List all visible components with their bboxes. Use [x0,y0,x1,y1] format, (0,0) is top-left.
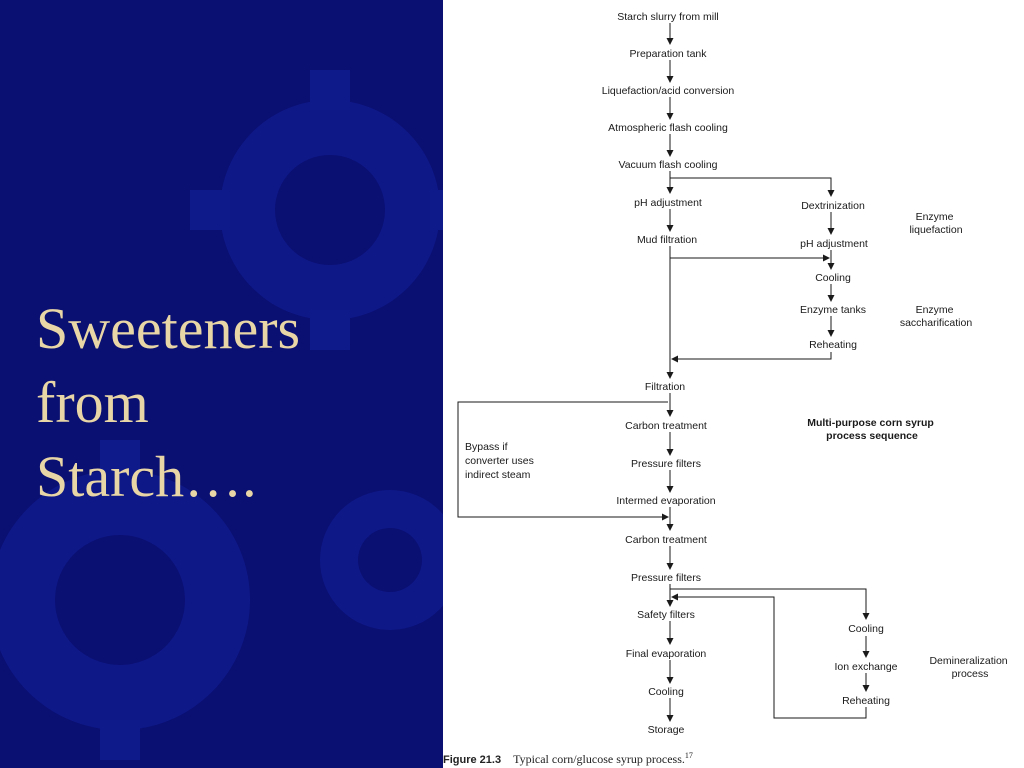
slide-title-line-3: Starch…. [36,444,257,509]
edge-n12-main [671,352,832,363]
node-vacuum-flash-cooling: Vacuum flash cooling [618,159,717,171]
node-ion-exchange: Ion exchange [834,661,897,673]
node-cooling-branch: Cooling [815,272,851,284]
slide-title-line-1: Sweeteners [36,296,301,361]
annotations: Enzyme liquefaction Enzyme saccharificat… [807,211,1010,680]
node-carbon-treatment-1: Carbon treatment [625,420,707,432]
node-starch-slurry: Starch slurry from mill [617,11,719,23]
node-ph-adjustment-branch: pH adjustment [800,238,868,250]
annotation-bypass: Bypass if converter uses indirect steam [465,441,537,481]
edge-bypass [457,401,669,521]
node-carbon-treatment-2: Carbon treatment [625,534,707,546]
node-reheating-demin: Reheating [842,695,890,707]
node-final-evaporation: Final evaporation [626,648,707,660]
figure-caption-label: Figure 21.3 [443,754,502,766]
edge-n25-n19 [671,593,867,719]
node-liquefaction: Liquefaction/acid conversion [602,85,735,97]
edge-n18-n23 [670,588,870,620]
node-reheating-branch: Reheating [809,339,857,351]
node-storage: Storage [648,724,685,736]
figure-caption: Figure 21.3 Typical corn/glucose syrup pr… [443,751,693,767]
node-cooling-main: Cooling [648,686,684,698]
demineralization-edges [670,588,870,719]
annotation-enzyme-saccharification: Enzyme saccharification [900,304,973,329]
node-atmospheric-flash-cooling: Atmospheric flash cooling [608,122,728,134]
figure-panel: Starch slurry from mill Preparation tank… [443,0,1024,768]
node-mud-filtration: Mud filtration [637,234,697,246]
slide-title-line-2: from [36,370,149,435]
process-nodes: Starch slurry from mill Preparation tank… [602,11,898,736]
edge-n05-n08 [670,177,835,197]
node-intermed-evaporation: Intermed evaporation [616,495,715,507]
node-dextrinization: Dextrinization [801,200,865,212]
node-pressure-filters-2: Pressure filters [631,572,701,584]
slide-title: Sweeteners from Starch…. [36,292,436,514]
node-cooling-demin: Cooling [848,623,884,635]
node-filtration: Filtration [645,381,685,393]
figure-caption-ref: 17 [684,751,693,760]
enzyme-branch-edges [670,177,835,363]
background-gears [0,70,445,760]
annotation-multi-purpose: Multi-purpose corn syrup process sequenc… [807,417,937,442]
node-pressure-filters-1: Pressure filters [631,458,701,470]
process-flow-diagram: Starch slurry from mill Preparation tank… [457,11,1010,736]
node-preparation-tank: Preparation tank [629,48,707,60]
node-enzyme-tanks: Enzyme tanks [800,304,866,316]
node-safety-filters: Safety filters [637,609,695,621]
annotation-demineralization: Demineralization process [929,655,1010,680]
node-ph-adjustment-main: pH adjustment [634,197,702,209]
annotation-enzyme-liquefaction: Enzyme liquefaction [909,211,962,236]
figure-caption-text: Typical corn/glucose syrup process. [513,752,685,766]
